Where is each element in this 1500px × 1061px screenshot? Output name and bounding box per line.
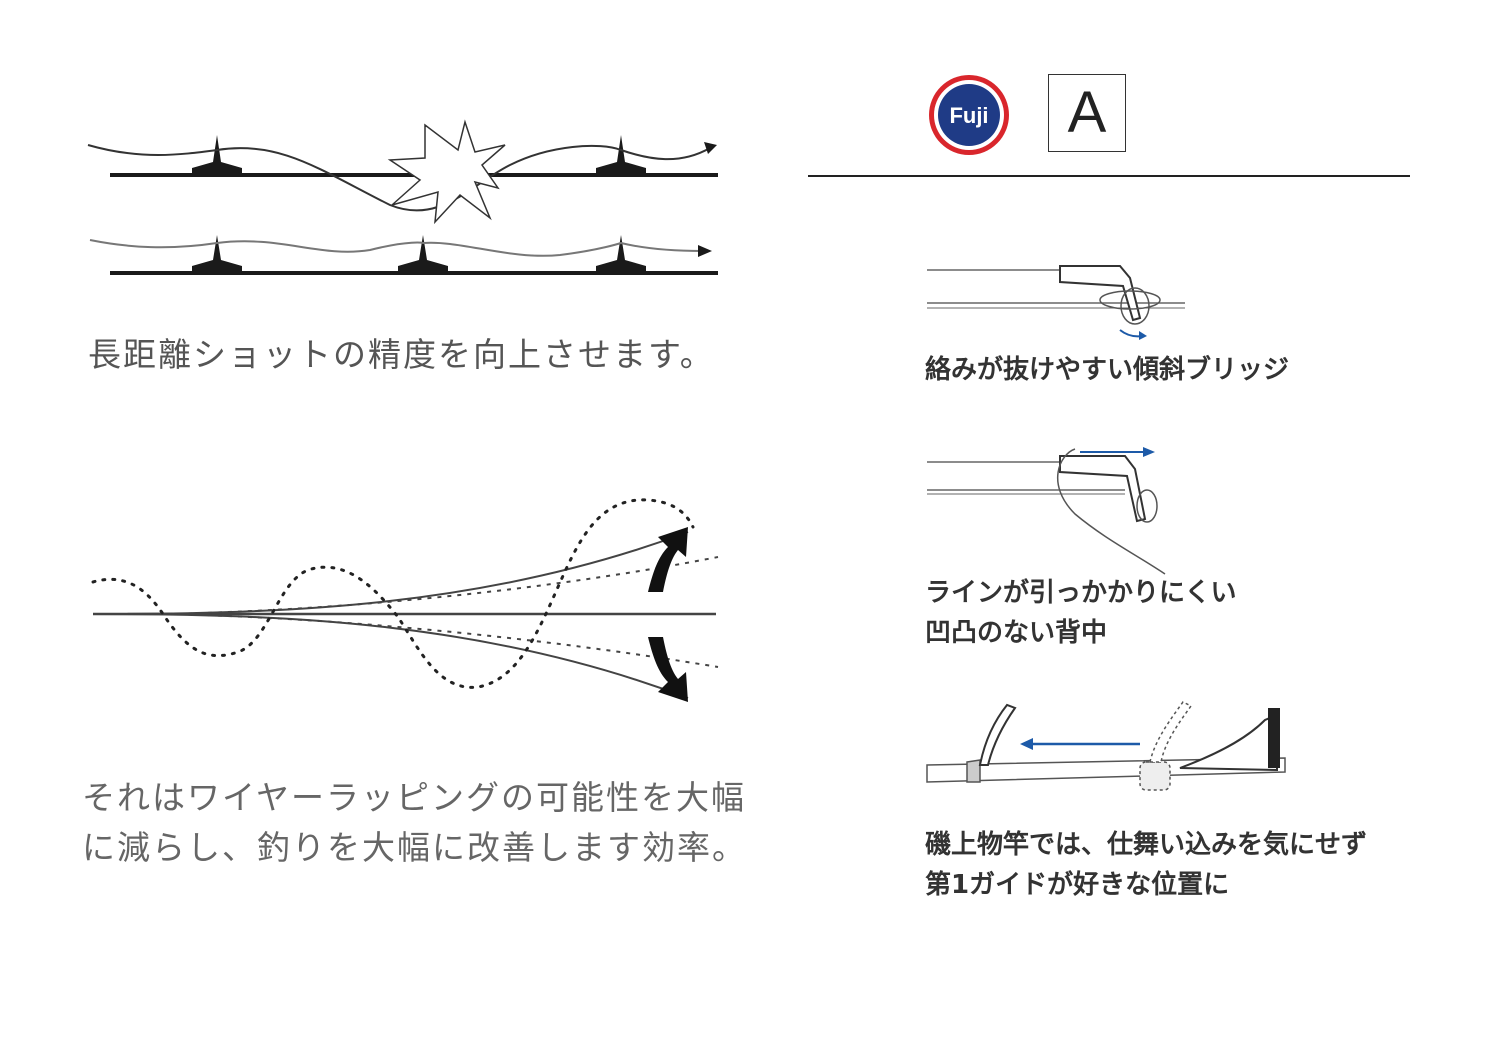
guide-smooth-back-diagram bbox=[927, 447, 1166, 575]
header-divider bbox=[808, 175, 1410, 177]
caption-long-cast: 長距離ショットの精度を向上させます。 bbox=[88, 335, 715, 374]
line-path-diagram bbox=[87, 119, 718, 275]
smooth-line-path bbox=[89, 239, 703, 257]
collision-burst-icon bbox=[387, 119, 506, 225]
fuji-logo-text: Fuji bbox=[949, 103, 988, 128]
fuji-logo: Fuji bbox=[929, 75, 1009, 155]
first-guide-position-diagram bbox=[926, 701, 1286, 791]
feature3-caption: 磯上物竿では、仕舞い込みを気にせず 第1ガイドが好きな位置に bbox=[925, 830, 1368, 900]
wavy-line-path bbox=[87, 144, 711, 212]
caption-wire-wrapping: それはワイヤーラッピングの可能性を大幅 に減らし、釣りを大幅に改善します効率。 bbox=[82, 778, 747, 867]
model-badge: A bbox=[1048, 74, 1126, 152]
vibration-diagram bbox=[91, 498, 719, 702]
guide-inclined-bridge-diagram bbox=[927, 265, 1185, 340]
dashed-guide-icon bbox=[1139, 701, 1193, 791]
curved-arrow-up-icon bbox=[648, 527, 688, 592]
guide-mark bbox=[192, 135, 646, 175]
feature1-caption: 絡みが抜けやすい傾斜ブリッジ bbox=[925, 355, 1290, 385]
feature2-caption: ラインが引っかかりにくい 凹凸のない背中 bbox=[925, 578, 1237, 648]
curved-arrow-down-icon bbox=[648, 637, 688, 702]
